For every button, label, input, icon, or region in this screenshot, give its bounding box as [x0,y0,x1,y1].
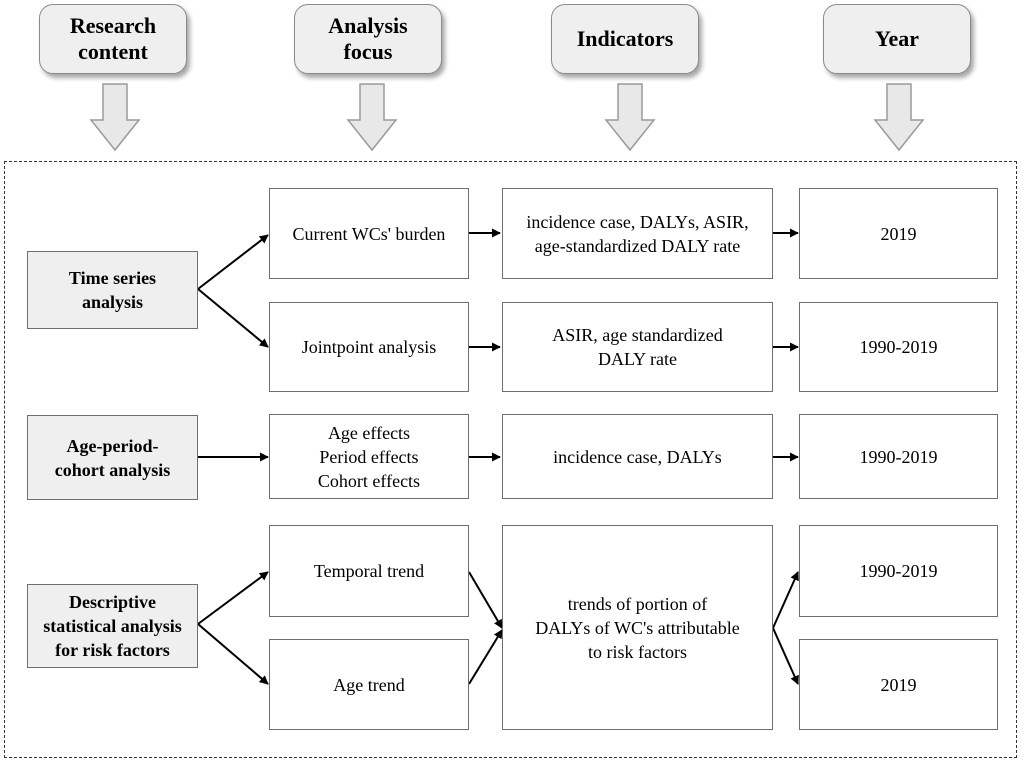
header-analysis-focus: Analysis focus [294,4,442,74]
down-arrow-icon [604,83,656,152]
focus-current-burden-label: Current WCs' burden [292,223,446,244]
header-research-content-label: Research content [69,13,157,64]
indicator-row4-label: trends of portion of DALYs of WC's attri… [535,593,740,662]
year-row2: 1990-2019 [799,302,998,392]
focus-jointpoint-label: Jointpoint analysis [301,337,437,357]
connector-arrow [772,627,799,685]
method-age-period-cohort: Age-period- cohort analysis [27,415,198,500]
year-row1: 2019 [799,188,998,279]
indicator-row2-label: ASIR, age standardized DALY rate [552,325,723,369]
focus-temporal-trend: Temporal trend [269,525,469,617]
method-descriptive-label: Descriptive statistical analysis for ris… [43,592,182,660]
focus-age-trend-label: Age trend [333,674,405,695]
year-row4a: 1990-2019 [799,525,998,617]
year-row2-label: 1990-2019 [859,337,938,357]
connector-arrow [468,629,503,685]
connector-arrow [197,623,269,685]
focus-jointpoint: Jointpoint analysis [269,302,469,392]
connector-arrow [197,571,269,625]
focus-age-trend: Age trend [269,639,469,730]
header-research-content: Research content [39,4,187,74]
content-frame [4,161,1017,758]
method-apc-label: Age-period- cohort analysis [54,435,171,480]
year-row4a-label: 1990-2019 [859,561,938,581]
down-arrow-icon [873,83,925,152]
year-row3: 1990-2019 [799,414,998,499]
focus-age-effects: Age effects [327,422,411,443]
indicator-row1: incidence case, DALYs, ASIR, age-standar… [502,188,773,279]
method-time-series-analysis: Time series analysis [27,251,198,329]
header-year-label: Year [875,26,919,51]
method-time-series-label: Time series analysis [68,268,157,312]
header-indicators-label: Indicators [576,26,674,51]
focus-current-burden: Current WCs' burden [269,188,469,279]
down-arrow-icon [346,83,398,152]
header-indicators: Indicators [551,4,699,74]
focus-temporal-trend-label: Temporal trend [313,561,425,581]
down-arrow-icon [89,83,141,152]
indicator-row4: trends of portion of DALYs of WC's attri… [502,525,773,730]
connector-arrow [197,288,269,348]
header-analysis-focus-label: Analysis focus [328,13,408,64]
indicator-row3: incidence case, DALYs [502,414,773,499]
focus-apc-effects: Age effects Period effects Cohort effect… [269,414,469,499]
year-row1-label: 2019 [880,223,917,244]
indicator-row1-label: incidence case, DALYs, ASIR, age-standar… [526,211,749,256]
year-row3-label: 1990-2019 [859,446,938,467]
year-row4b-label: 2019 [880,674,917,695]
focus-period-effects: Period effects [319,446,419,467]
method-descriptive-statistical: Descriptive statistical analysis for ris… [27,584,198,668]
connector-arrow [468,571,503,629]
header-year: Year [823,4,971,74]
connector-arrow [197,234,269,290]
focus-cohort-effects: Cohort effects [317,470,421,491]
year-row4b: 2019 [799,639,998,730]
indicator-row2: ASIR, age standardized DALY rate [502,302,773,392]
indicator-row3-label: incidence case, DALYs [553,446,722,467]
connector-arrow [772,571,799,629]
